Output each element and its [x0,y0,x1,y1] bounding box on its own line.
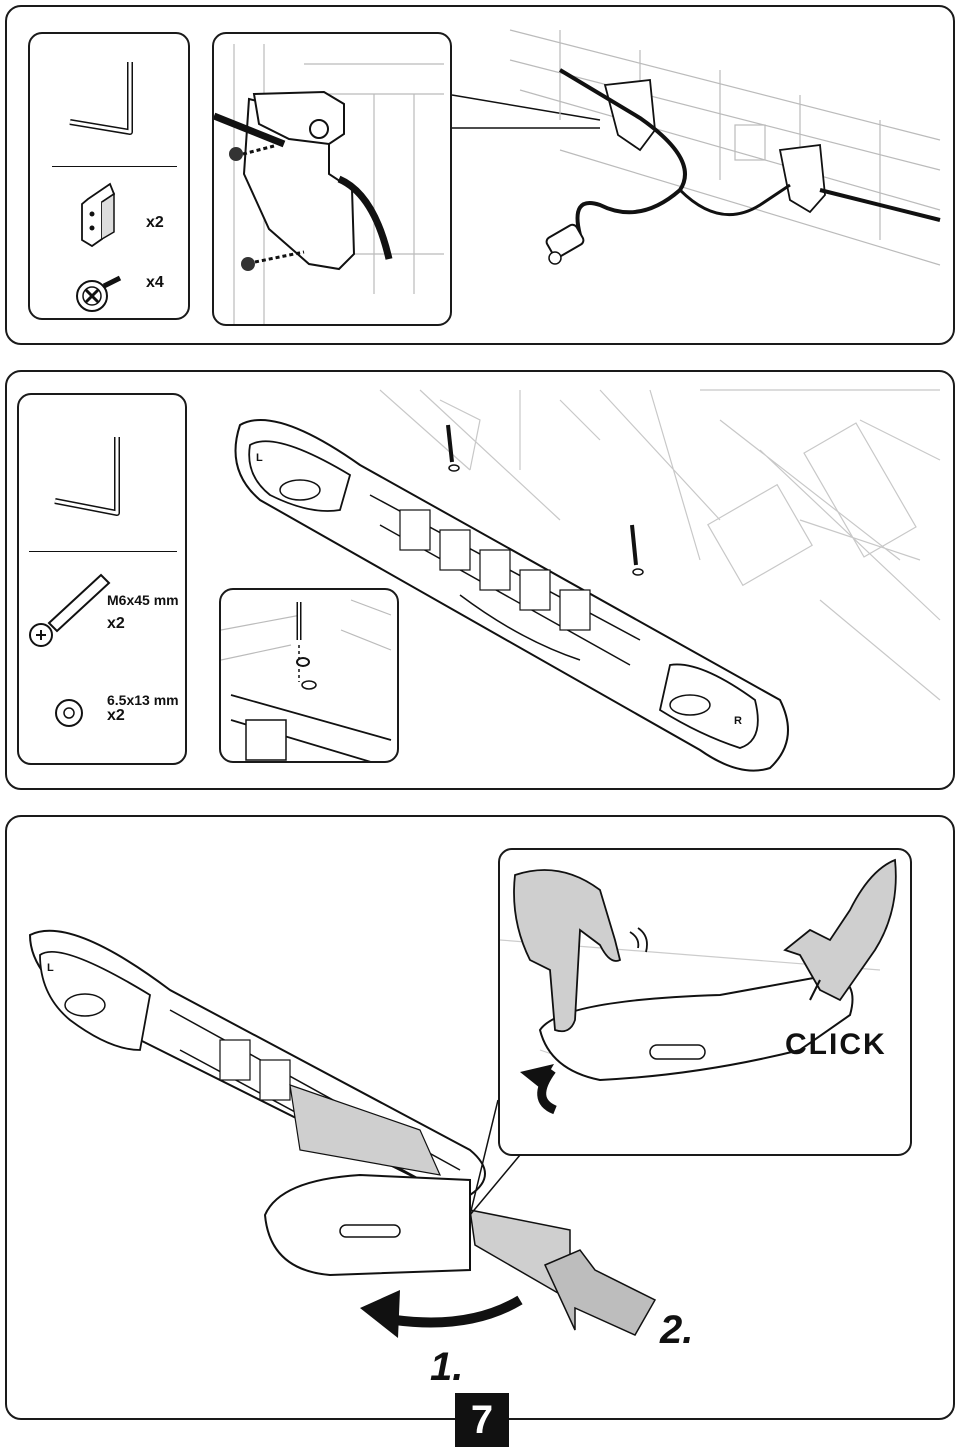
hands-click-drawing [500,858,897,1115]
bolt-icon [29,573,111,647]
bracket-icon [603,79,826,214]
allen-key-icon [54,437,120,516]
bolt-icon [446,424,638,566]
bracket-quantity: x2 [146,214,164,231]
bolt-detail-drawing [221,599,392,761]
washer-icon [448,464,644,576]
step-1-label: 1. [430,1345,464,1389]
step-2-label: 2. [660,1308,694,1352]
page-number-badge: 7 [455,1393,509,1447]
bracket-icon [81,182,116,248]
washer-size-label: 6.5x13 mm [107,692,179,708]
parts-divider [52,166,177,167]
right-side-label: R [734,715,742,727]
washer-quantity: x2 [107,707,125,724]
left-side-label: L [47,962,54,974]
parts-list-panel-1: x2 x4 [28,32,190,320]
tow-bar-bumper-drawing [234,389,941,772]
washer-icon [55,699,83,727]
allen-key-icon [69,62,133,135]
bolt-detail-zoom [219,588,399,763]
rotate-arrow-icon [520,1064,557,1115]
push-arrow-icon [543,1249,657,1336]
bracket-detail-drawing [214,44,444,324]
screw-quantity: x4 [146,274,164,291]
hand-icon [783,858,897,1002]
folding-bumper-drawing [28,929,657,1338]
bolt-size-label: M6x45 mm [107,592,179,608]
callout-lines-panel-1 [451,94,601,129]
curved-arrow-icon [360,1290,523,1338]
vehicle-chassis-wiring-drawing [509,29,941,266]
parts-list-panel-2: M6x45 mm x2 6.5x13 mm x2 [17,393,187,765]
screw-icon [229,144,305,271]
screw-icon [76,275,122,312]
left-side-label: L [256,452,263,464]
click-detail-zoom: CLICK [498,848,912,1156]
bolt-quantity: x2 [107,615,125,632]
parts-divider [29,551,177,552]
hand-icon [513,869,622,1033]
bracket-detail-zoom [212,32,452,326]
callout-lines-panel-3 [469,1099,521,1216]
click-label: CLICK [785,1028,887,1061]
connector-plug-icon [545,223,585,265]
